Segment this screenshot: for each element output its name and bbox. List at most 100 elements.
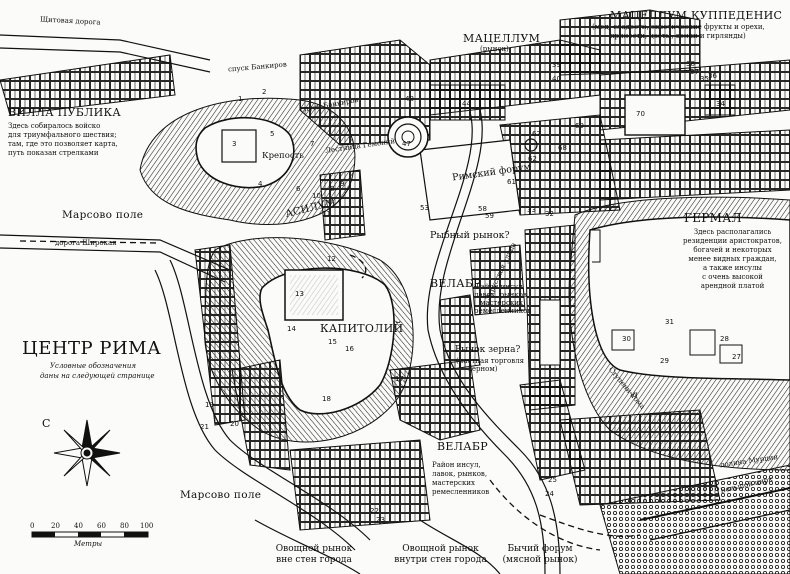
scale-bar xyxy=(31,531,149,538)
marker-34: 34 xyxy=(716,100,725,108)
marker-27: 27 xyxy=(732,353,741,361)
marker-4: 4 xyxy=(258,180,263,188)
capitol-label: КАПИТОЛИЙ xyxy=(320,322,404,335)
marker-58: 58 xyxy=(478,205,487,213)
marker-11: 11 xyxy=(322,210,331,218)
velabrum1-desc-2: лавок, рынков, xyxy=(474,291,530,299)
marker-48: 48 xyxy=(405,95,414,103)
velabrum-label-1: ВЕЛАБР xyxy=(430,277,481,290)
grain-market-label: Рынок зерна? xyxy=(455,345,521,355)
marker-38: 38 xyxy=(686,60,695,68)
marker-14: 14 xyxy=(287,325,296,333)
germal-label: ГЕРМАЛ xyxy=(684,211,742,225)
holitorium-in-2: внутри стен города xyxy=(394,555,487,565)
campus-martius-label-1: Марсово поле xyxy=(62,209,144,221)
holitorium-out-1: Овощной рынок xyxy=(275,544,353,554)
marker-62: 62 xyxy=(528,155,537,163)
triumph-route xyxy=(19,240,641,551)
marker-2: 2 xyxy=(262,88,267,96)
marker-67: 67 xyxy=(532,130,541,138)
marker-9: 9 xyxy=(340,180,345,188)
legend-note-2: даны на следующей странице xyxy=(40,372,155,380)
marker-12: 12 xyxy=(327,255,336,263)
grain-desc-1: (частная торговля xyxy=(456,357,525,365)
marker-40: 40 xyxy=(552,75,561,83)
map-title: ЦЕНТР РИМА xyxy=(22,338,162,359)
fortress-label: Крепость xyxy=(262,151,304,161)
marker-10: 10 xyxy=(312,192,321,200)
marker-8: 8 xyxy=(330,185,335,193)
scale-tick-40: 40 xyxy=(74,522,83,530)
campus-martius-label-2: Марсово поле xyxy=(180,489,262,501)
roads xyxy=(0,34,561,574)
marker-36: 36 xyxy=(708,72,717,80)
velabrum-label-2: ВЕЛАБР xyxy=(437,440,488,453)
circus-maximus xyxy=(599,464,790,574)
fish-market-label: Рыбный рынок? xyxy=(430,230,510,241)
marker-7: 7 xyxy=(310,140,315,148)
macellum-title: МАЦЕЛЛУМ xyxy=(463,32,541,45)
marker-19: 19 xyxy=(205,401,214,409)
germal-desc-2: резиденции аристократов, xyxy=(683,237,782,245)
marker-22: 22 xyxy=(370,507,379,515)
germal-desc-3: богачей и некоторых xyxy=(693,246,772,254)
compass-rose-icon xyxy=(53,419,121,487)
marker-16: 16 xyxy=(345,345,354,353)
legend-note-1: Условные обозначения xyxy=(50,362,136,370)
marker-6: 6 xyxy=(296,185,301,193)
forum-area xyxy=(387,84,736,366)
villa-desc-4: путь показан стрелками xyxy=(8,149,99,157)
marker-30: 30 xyxy=(622,335,631,343)
marker-69: 69 xyxy=(575,122,584,130)
marker-24: 24 xyxy=(545,490,554,498)
villa-desc-3: там, где это позволяет карта, xyxy=(8,140,118,148)
cupedinis-desc-2: пряности, цветы, венки и гирлянды) xyxy=(610,32,746,40)
scale-tick-100: 100 xyxy=(140,522,154,530)
velabrum2-desc-2: лавок, рынков, xyxy=(432,470,488,478)
villa-publica-title: ВИЛЛА ПУБЛИКА xyxy=(8,106,122,119)
boarium-1: Бычий форум xyxy=(507,544,573,554)
marker-59: 59 xyxy=(485,212,494,220)
grain-desc-2: зерном) xyxy=(468,365,498,373)
holitorium-in-1: Овощной рынок xyxy=(402,544,479,554)
marker-44: 44 xyxy=(462,100,471,108)
marker-35: 35 xyxy=(700,75,709,83)
marker-28: 28 xyxy=(720,335,729,343)
villa-desc-2: для триумфального шествия; xyxy=(8,131,117,139)
marker-61: 61 xyxy=(507,178,516,186)
marker-17: 17 xyxy=(395,375,404,383)
marker-1: 1 xyxy=(238,95,243,103)
street-via-lata: дорога Широкая xyxy=(55,239,117,247)
velabrum2-desc-1: Район инсул, xyxy=(432,461,481,469)
germal-desc-5: а также инсулы xyxy=(702,264,762,272)
scale-tick-0: 0 xyxy=(30,522,35,530)
marker-3: 3 xyxy=(232,140,237,148)
cupedinis-title: МАЦЕЛЛУМ КУППЕДЕНИС xyxy=(610,9,783,22)
velabrum2-desc-3: мастерских xyxy=(432,479,475,487)
velabrum1-desc-4: ремесленников xyxy=(474,307,532,315)
marker-5: 5 xyxy=(270,130,275,138)
holitorium-out-2: вне стен города xyxy=(276,555,352,565)
velabrum1-desc-3: мастерских xyxy=(480,299,523,307)
marker-32: 32 xyxy=(545,210,554,218)
marker-37: 37 xyxy=(690,68,699,76)
germal-desc-6: с очень высокой xyxy=(702,273,763,281)
marker-39: 39 xyxy=(552,61,561,69)
germal-desc-7: арендной платой xyxy=(700,282,765,290)
velabrum2-desc-4: ремесленников xyxy=(432,488,490,496)
arx-hill xyxy=(139,97,356,225)
marker-13: 13 xyxy=(295,290,304,298)
marker-20: 20 xyxy=(230,420,239,428)
marker-15: 15 xyxy=(328,338,337,346)
scale-unit: Метры xyxy=(74,540,103,548)
scale-tick-80: 80 xyxy=(120,522,129,530)
compass-label: С xyxy=(42,417,51,430)
scale-tick-60: 60 xyxy=(97,522,106,530)
germal-desc-4: менее видных граждан, xyxy=(688,255,777,263)
marker-70: 70 xyxy=(636,110,645,118)
macellum-sub: (рынок) xyxy=(480,45,509,53)
marker-31: 31 xyxy=(665,318,674,326)
boarium-2: (мясной рынок) xyxy=(502,555,578,565)
velabrum1-desc-1: Район инсул, xyxy=(476,283,525,291)
